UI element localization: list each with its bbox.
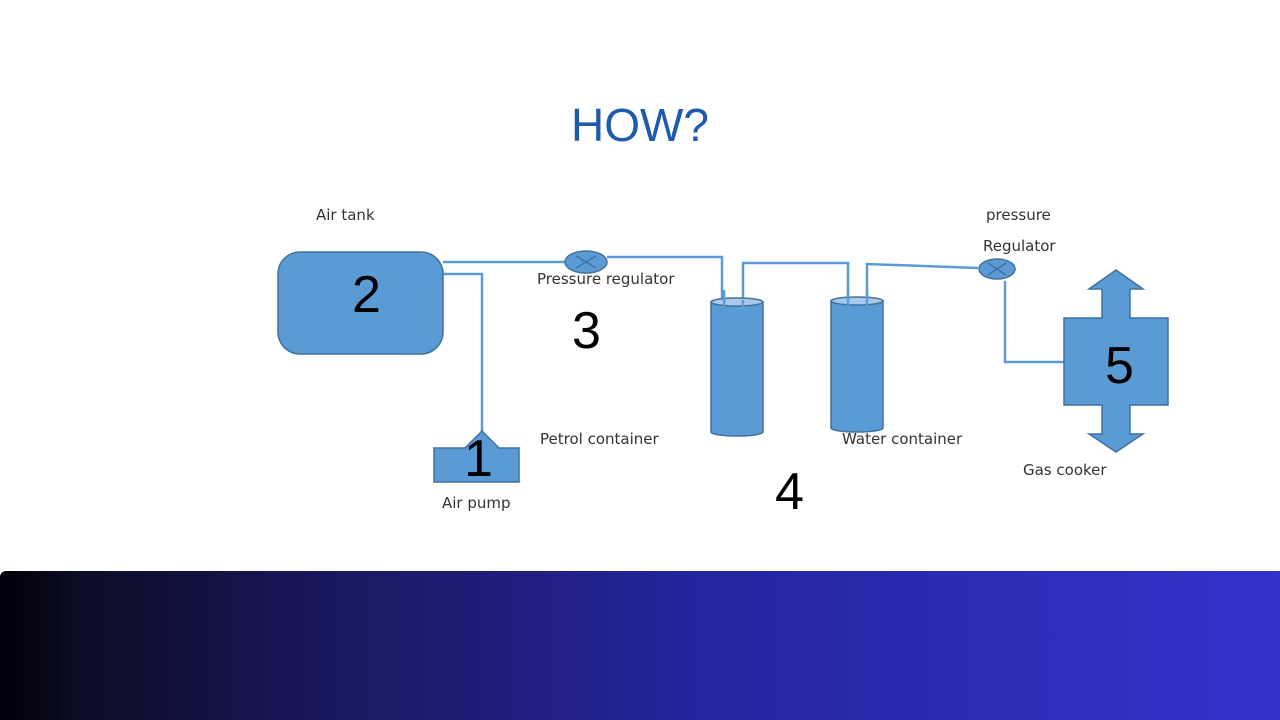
process-diagram: Air tank Pressure regulator pressure Reg…	[277, 206, 1169, 521]
pipe-regulator-to-cooker	[1003, 281, 1064, 364]
petrol-container-label: Petrol container	[540, 430, 659, 448]
pressure-regulator-1-icon	[564, 250, 608, 274]
pipe-tank-to-pump	[443, 272, 484, 447]
step-number-3: 3	[572, 302, 601, 360]
step-number-2: 2	[352, 266, 381, 324]
footer-band	[0, 571, 1280, 720]
air-tank-label: Air tank	[316, 206, 375, 224]
water-container-label: Water container	[842, 430, 963, 448]
water-container-shape	[830, 290, 884, 433]
step-number-4: 4	[775, 463, 804, 521]
step-number-5: 5	[1105, 337, 1134, 395]
gas-cooker-label: Gas cooker	[1023, 461, 1107, 479]
petrol-container-shape	[710, 289, 764, 437]
pressure-regulator-2-icon	[978, 258, 1016, 280]
air-pump-label: Air pump	[442, 494, 511, 512]
step-number-1: 1	[464, 430, 493, 488]
pressure-regulator-2-label-line2: Regulator	[983, 237, 1056, 255]
slide-title: HOW?	[571, 99, 709, 151]
air-tank-shape	[277, 251, 444, 355]
pressure-regulator-1-label: Pressure regulator	[537, 270, 675, 288]
pressure-regulator-2-label-line1: pressure	[986, 206, 1051, 224]
air-pump-shape	[433, 429, 520, 483]
gas-cooker-shape	[1063, 269, 1169, 453]
